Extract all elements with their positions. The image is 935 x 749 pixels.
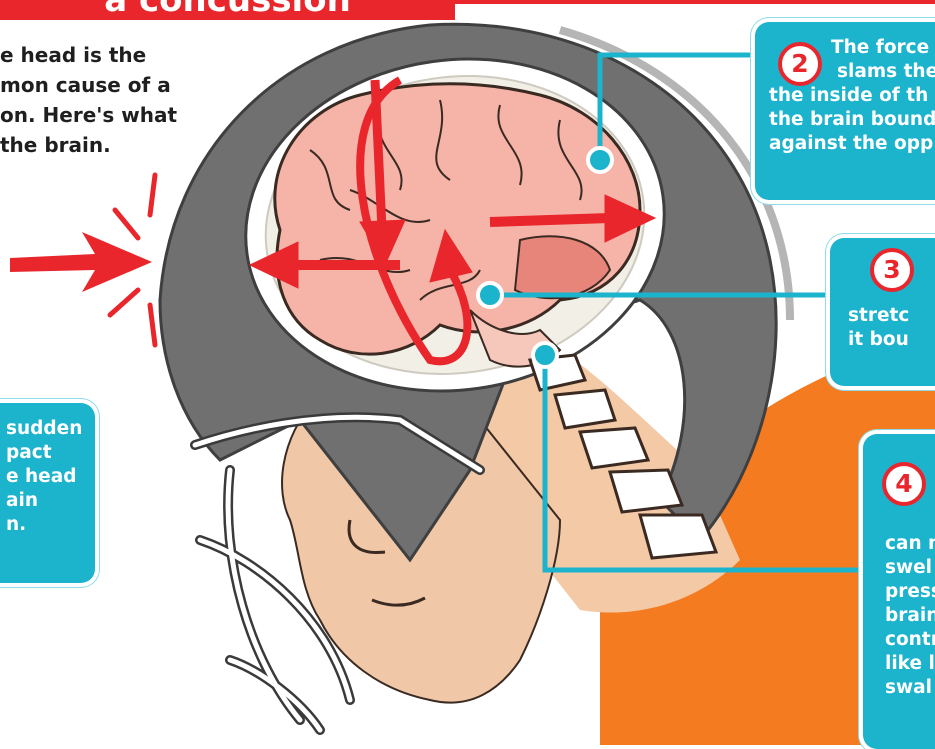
- callout-4-line: brain: [885, 604, 935, 628]
- callout-step-1: sudden pact e head ain n.: [0, 403, 95, 583]
- vertebra: [610, 470, 682, 512]
- callout-1-line: sudden: [6, 417, 95, 441]
- leader-dot-4: [533, 343, 557, 367]
- callout-1-line: pact: [6, 441, 95, 465]
- leader-dot-2: [588, 148, 612, 172]
- callout-4-line: like l: [885, 652, 935, 676]
- callout-4-line: swal: [885, 676, 935, 700]
- vertebra: [580, 428, 648, 468]
- step-4-badge: 4: [882, 462, 926, 506]
- intro-line: mon cause of a: [0, 70, 177, 100]
- step-3-badge: 3: [870, 248, 914, 292]
- intro-text: e head is the mon cause of a on. Here's …: [0, 40, 177, 160]
- step-2-badge: 2: [778, 42, 822, 86]
- leader-dot-3: [478, 283, 502, 307]
- callout-step-2: The force slams the the inside of th the…: [755, 22, 935, 200]
- impact-arrow: [10, 232, 152, 292]
- callout-1-line: e head: [6, 465, 95, 489]
- title-text: a concussion: [0, 0, 455, 19]
- callout-2-line: the brain bound: [769, 108, 935, 132]
- vertebra: [555, 390, 615, 428]
- vertebra: [640, 515, 716, 558]
- intro-line: on. Here's what: [0, 100, 177, 130]
- callout-1-line: ain: [6, 489, 95, 513]
- callout-4-line: swel: [885, 556, 935, 580]
- motion-arrow-right: [490, 218, 610, 222]
- callout-4-line: press: [885, 580, 935, 604]
- intro-line: the brain.: [0, 130, 177, 160]
- callout-4-line: contr: [885, 628, 935, 652]
- callout-2-line: the inside of th: [769, 84, 935, 108]
- header-rule: [455, 0, 935, 4]
- face-mask-bar: [230, 660, 320, 730]
- callout-3-line: stretc: [848, 304, 935, 328]
- callout-4-line: can m: [885, 532, 935, 556]
- callout-2-line: against the opp: [769, 132, 935, 156]
- title-banner: a concussion: [0, 0, 455, 20]
- callout-1-line: n.: [6, 513, 95, 537]
- intro-line: e head is the: [0, 40, 177, 70]
- callout-3-line: it bou: [848, 328, 935, 352]
